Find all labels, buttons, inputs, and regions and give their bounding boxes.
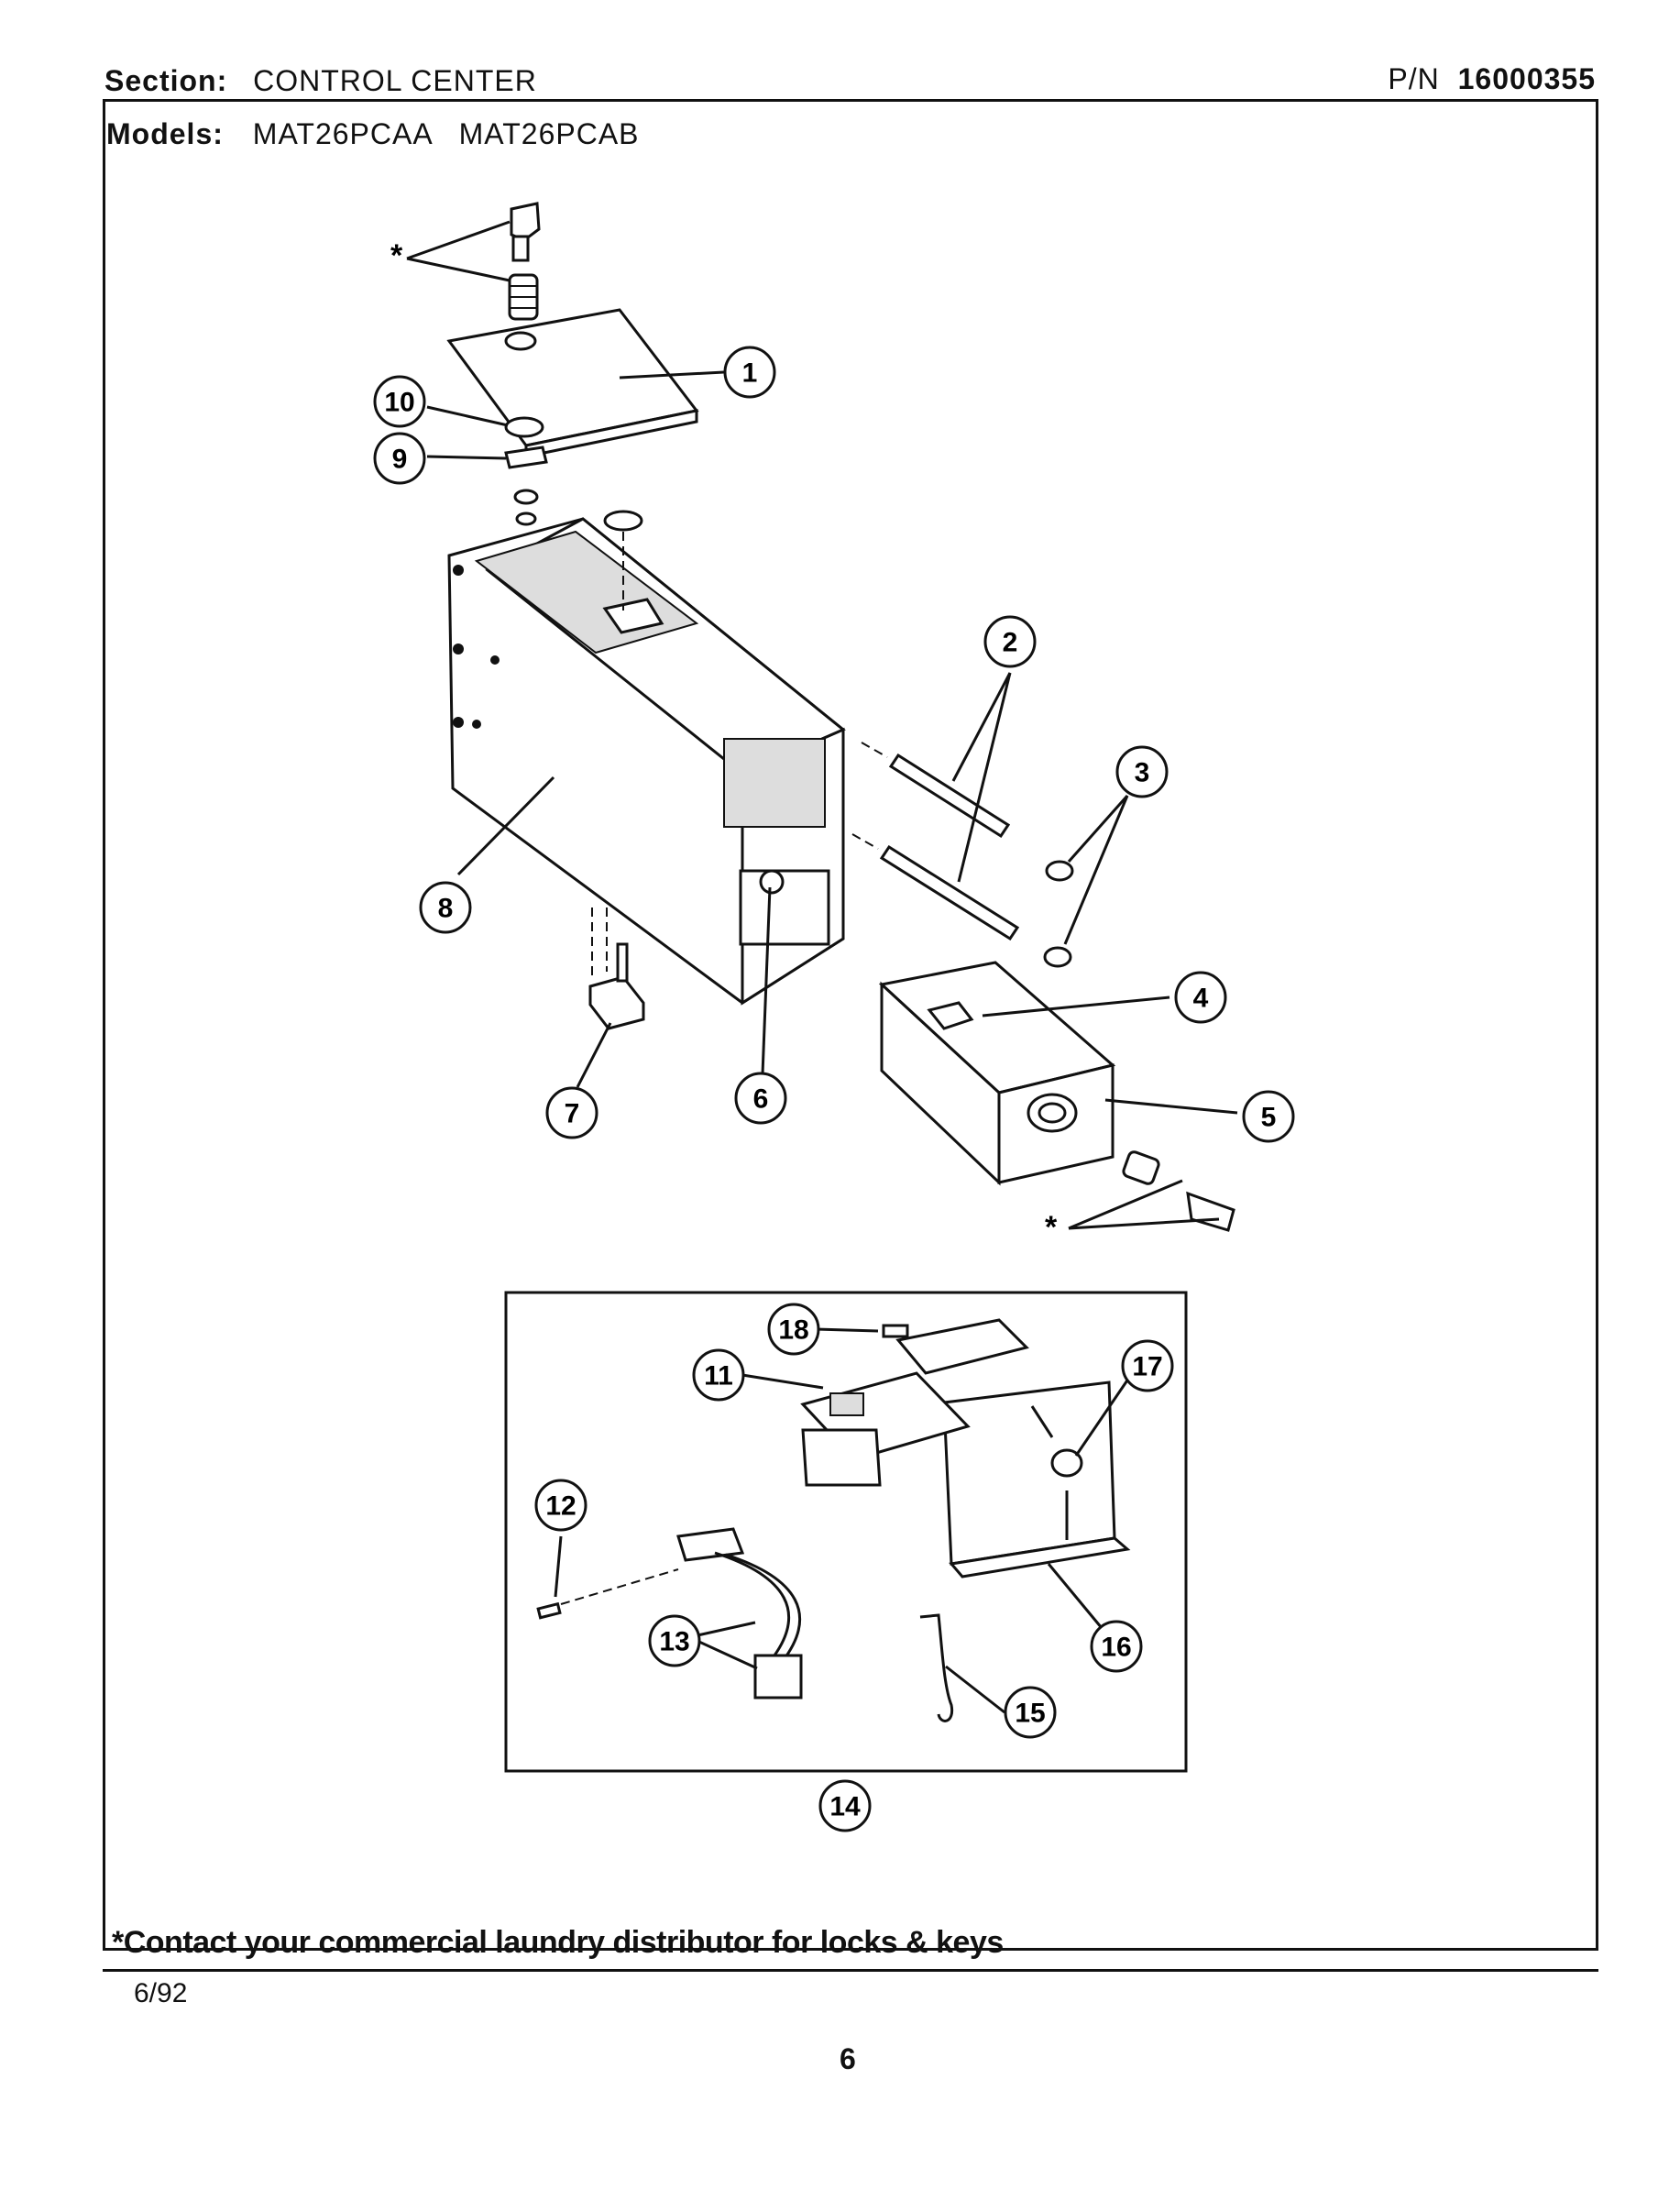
callout-circle (1242, 1090, 1295, 1143)
callout-label: 2 (1003, 628, 1018, 658)
part-3-nuts (1043, 860, 1074, 968)
callout-label: 14 (829, 1792, 861, 1822)
callout-label: 17 (1132, 1352, 1162, 1382)
callout-label: 9 (392, 445, 408, 475)
callout-circle (373, 375, 426, 428)
callout-label: 1 (742, 358, 758, 389)
callout-label: 12 (545, 1491, 576, 1522)
callout-label: 3 (1135, 758, 1150, 788)
callout-circle (534, 1479, 587, 1532)
callout-5: 5 (1242, 1090, 1295, 1143)
callout-2: 2 (983, 615, 1037, 668)
part-11-mechanism (800, 1318, 1029, 1487)
callout-9: 9 (373, 432, 426, 485)
callout-11: 11 (692, 1348, 745, 1402)
callout-3: 3 (1115, 745, 1169, 798)
callout-label: 18 (778, 1315, 808, 1346)
asterisk-bottom: * (1045, 1210, 1058, 1245)
callout-1: 1 (723, 346, 776, 399)
callout-circle (648, 1614, 701, 1667)
part-13-harness (676, 1527, 803, 1700)
callout-7: 7 (545, 1086, 598, 1139)
callout-4: 4 (1174, 971, 1227, 1024)
callout-17: 17 (1121, 1339, 1174, 1392)
callout-18: 18 (767, 1303, 820, 1356)
callout-13: 13 (648, 1614, 701, 1667)
models-heading: Models: MAT26PCAA MAT26PCAB (106, 117, 640, 151)
pn-label: P/N (1388, 62, 1440, 95)
part-number: P/N 16000355 (1388, 62, 1596, 96)
asterisk-top: * (390, 238, 403, 273)
callout-label: 10 (384, 388, 414, 418)
callout-circle (1121, 1339, 1174, 1392)
inset-box (504, 1291, 1188, 1773)
callout-label: 4 (1193, 984, 1209, 1014)
callout-circle (818, 1779, 872, 1832)
pn-value: 16000355 (1457, 62, 1596, 95)
callout-circle (723, 346, 776, 399)
footnote: *Contact your commercial laundry distrib… (112, 1925, 1004, 1960)
part-8-housing (447, 510, 846, 1006)
callout-circle (734, 1072, 787, 1125)
section-heading: Section: CONTROL CENTER (104, 64, 537, 98)
callout-circle (1174, 971, 1227, 1024)
callout-circle (1115, 745, 1169, 798)
part-7-switch (588, 942, 645, 1030)
callout-label: 13 (659, 1627, 689, 1657)
part-1-lid (446, 308, 699, 458)
part-16-bracket (942, 1380, 1131, 1578)
part-9-10-washers (504, 416, 548, 526)
callout-label: 15 (1015, 1699, 1045, 1729)
callout-label: 8 (438, 894, 454, 924)
callout-15: 15 (1004, 1686, 1057, 1739)
callout-circle (545, 1086, 598, 1139)
models-label: Models: (106, 117, 224, 150)
callout-label: 6 (753, 1084, 769, 1115)
section-label: Section: (104, 64, 228, 97)
callout-label: 7 (565, 1099, 580, 1129)
callout-6: 6 (734, 1072, 787, 1125)
models-value: MAT26PCAA MAT26PCAB (252, 117, 640, 150)
callout-label: 5 (1261, 1103, 1277, 1133)
callout-circle (373, 432, 426, 485)
callout-10: 10 (373, 375, 426, 428)
callout-8: 8 (419, 881, 472, 934)
section-value: CONTROL CENTER (253, 64, 537, 97)
callout-16: 16 (1090, 1620, 1143, 1673)
part-12-screw (536, 1601, 562, 1620)
part-4-cam (927, 1001, 974, 1030)
part-5-coin-box (878, 961, 1116, 1186)
part-15-spring (919, 1613, 954, 1722)
callout-14: 14 (818, 1779, 872, 1832)
part-17-button (1050, 1448, 1083, 1478)
callout-label: 11 (704, 1361, 733, 1392)
callout-circle (767, 1303, 820, 1356)
part-18-screw (882, 1324, 909, 1338)
footer-rule (103, 1969, 1598, 1972)
top-lock-assembly (508, 202, 541, 321)
callout-label: 16 (1101, 1633, 1131, 1663)
callout-circle (983, 615, 1037, 668)
part-2-rods (879, 753, 1020, 941)
page-number: 6 (840, 2042, 856, 2075)
callout-circle (692, 1348, 745, 1402)
callout-12: 12 (534, 1479, 587, 1532)
callout-circle (1004, 1686, 1057, 1739)
callout-circle (419, 881, 472, 934)
callout-circle (1090, 1620, 1143, 1673)
revision-date: 6/92 (134, 1978, 188, 2008)
diagram-frame (103, 99, 1598, 1951)
